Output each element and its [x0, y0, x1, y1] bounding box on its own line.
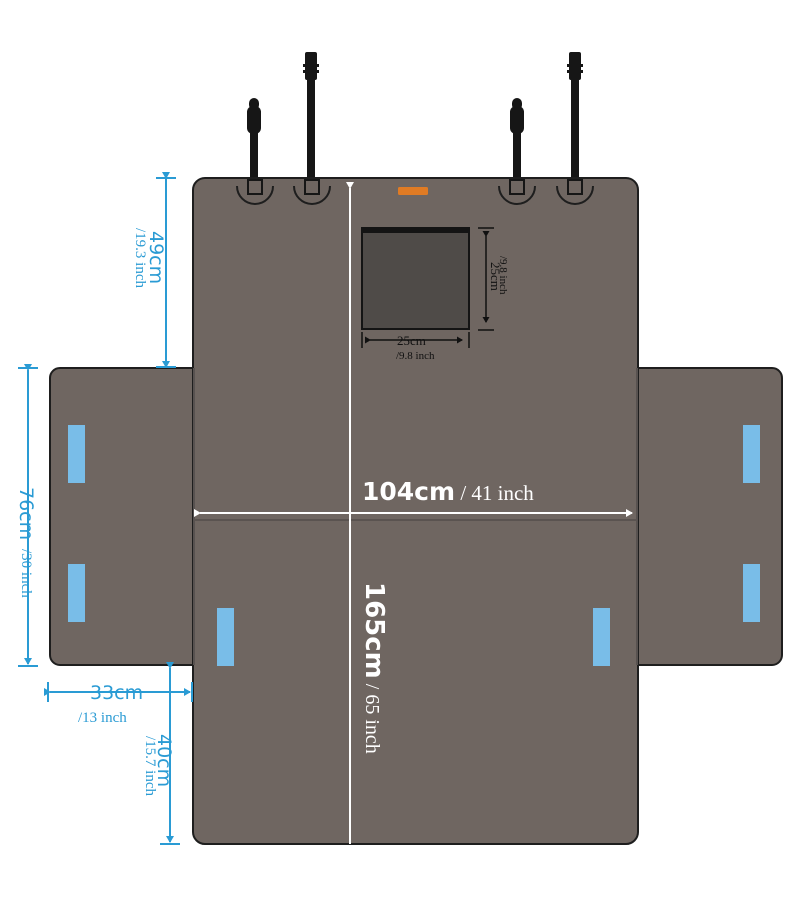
- strap-loops: [236, 179, 594, 205]
- top-straps: [247, 52, 583, 188]
- buckle-strap-icon: [247, 98, 261, 188]
- bottom-height-alt: /15.7 inch: [142, 736, 158, 796]
- length-alt: / 65 inch: [361, 679, 383, 754]
- mesh-window: [361, 227, 470, 330]
- velcro-pad-icon: [743, 425, 760, 483]
- buckle-strap-icon: [303, 52, 319, 188]
- top-height-value: 49cm: [145, 231, 167, 284]
- velcro-pad-icon: [68, 564, 85, 622]
- window-dimension-lines: [361, 227, 494, 348]
- window-width-value: 25cm: [397, 333, 426, 348]
- top-height-alt: /19.3 inch: [132, 228, 148, 288]
- buckle-strap-icon: [567, 52, 583, 188]
- flap-width-alt: /13 inch: [78, 710, 127, 726]
- buckle-strap-icon: [510, 98, 524, 188]
- main-dimension-lines: [194, 182, 633, 844]
- flap-height-alt: /30 inch: [18, 549, 34, 598]
- width-label: 104cm / 41 inch: [362, 477, 534, 506]
- length-label: 165cm / 65 inch: [359, 582, 389, 754]
- brand-tag-icon: [398, 187, 428, 195]
- bottom-height-value: 40cm: [153, 734, 175, 787]
- width-value: 104cm: [362, 477, 455, 506]
- velcro-pad-icon: [743, 564, 760, 622]
- flap-height-value: 76cm: [15, 487, 37, 540]
- width-alt: / 41 inch: [455, 481, 534, 505]
- flap-width-value: 33cm: [90, 682, 143, 704]
- window-height-alt: /9.8 inch: [497, 256, 509, 295]
- velcro-pad-icon: [593, 608, 610, 666]
- length-value: 165cm: [359, 582, 389, 679]
- velcro-pad-icon: [68, 425, 85, 483]
- velcro-pads: [68, 425, 760, 666]
- window-width-alt: /9.8 inch: [396, 350, 435, 362]
- window-height-value: 25cm: [488, 262, 503, 291]
- blue-dimension-lines: [18, 172, 193, 845]
- velcro-pad-icon: [217, 608, 234, 666]
